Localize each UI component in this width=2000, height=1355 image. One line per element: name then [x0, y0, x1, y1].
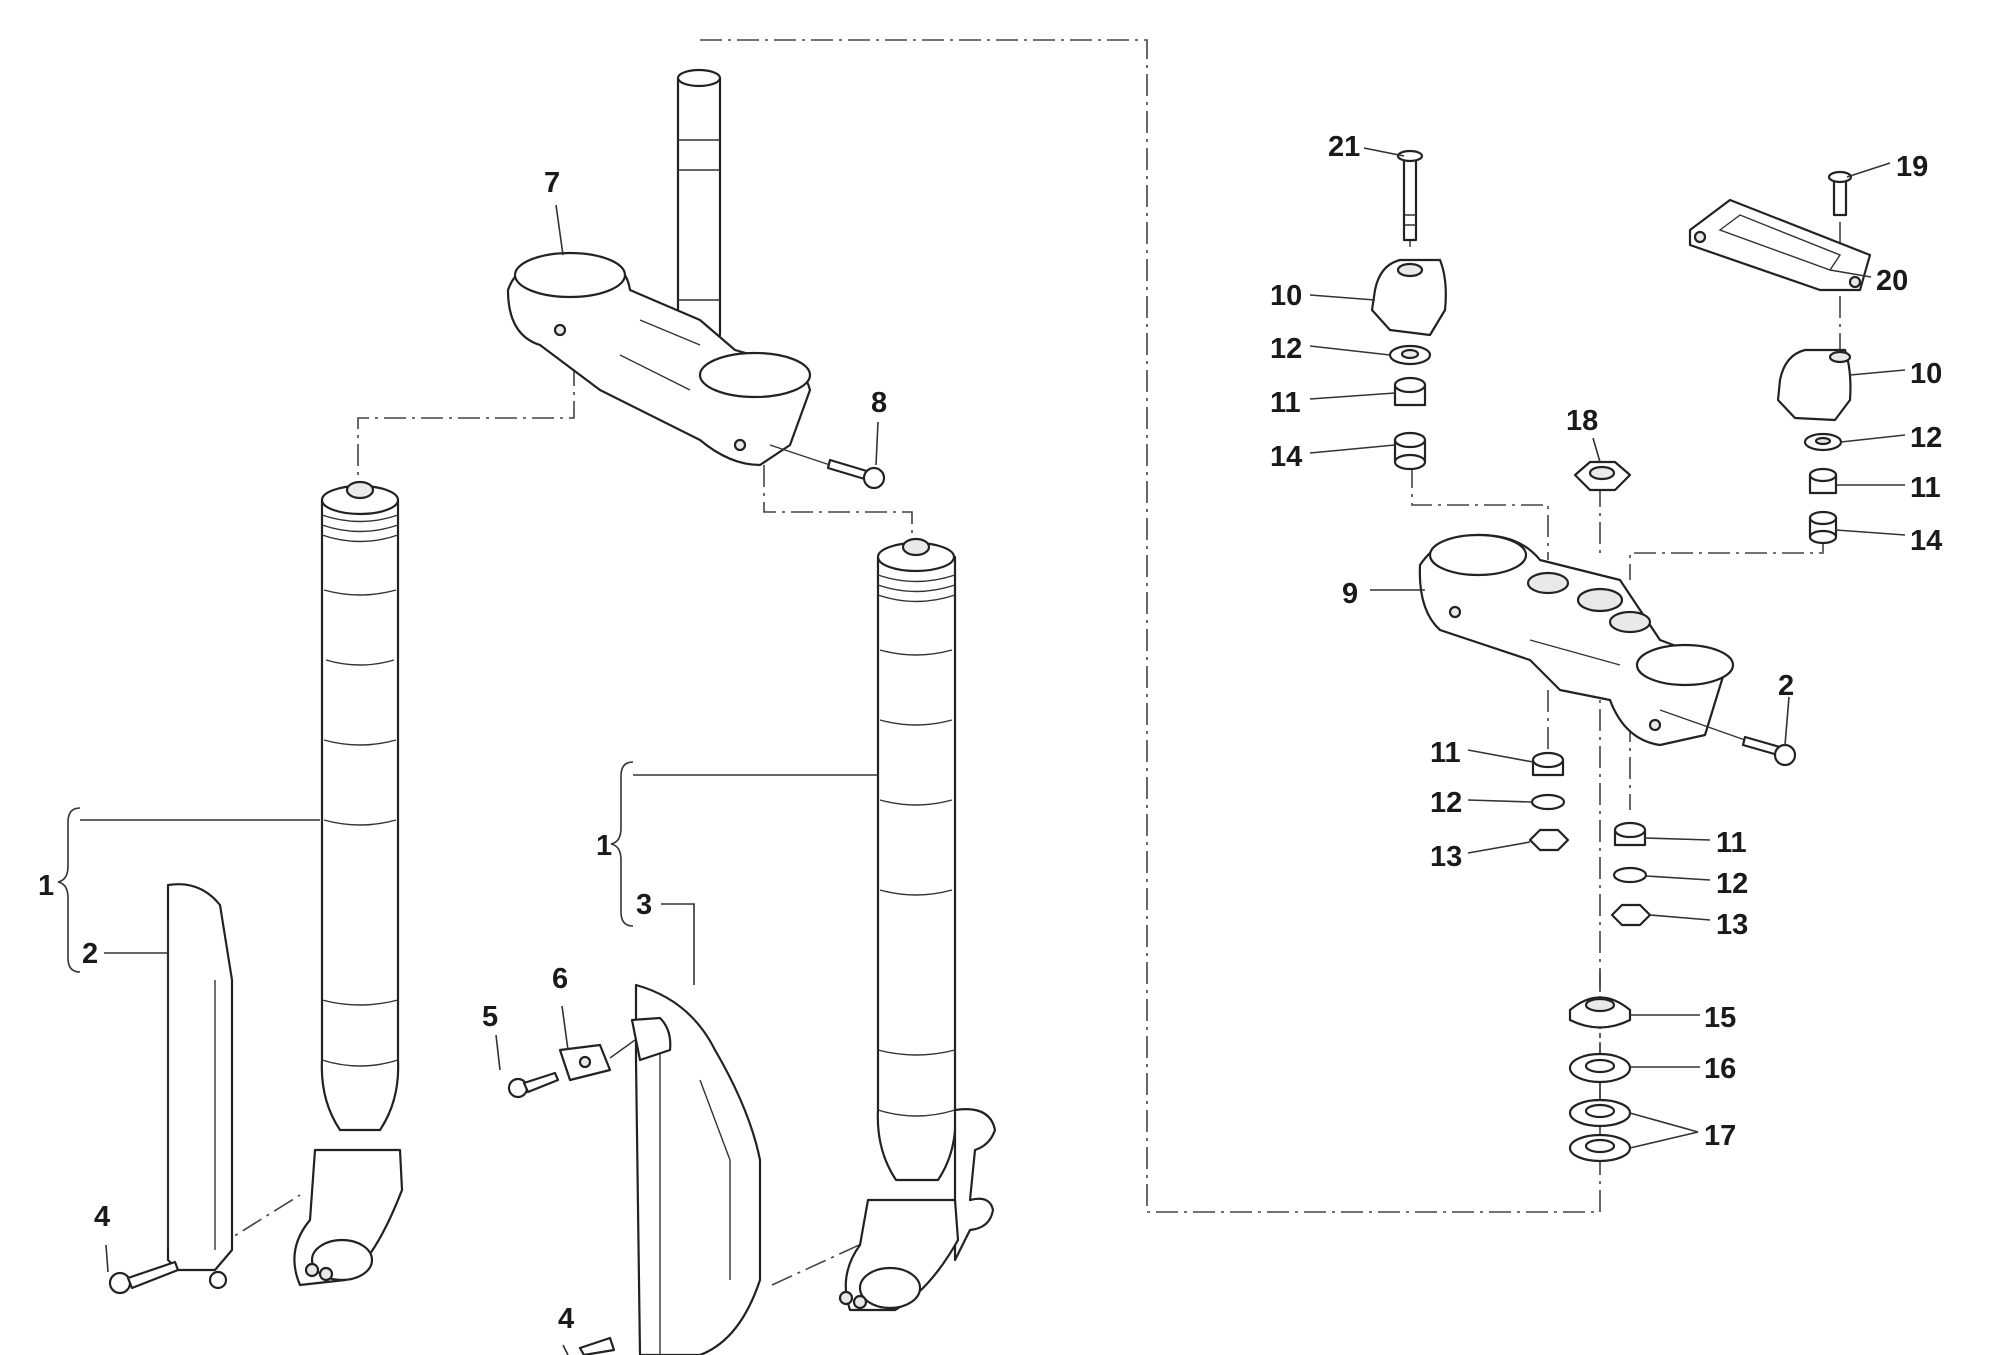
- callout-labels: 1 2 4 1 3 5 6 4 7 8 21 10 12 11 14 18 9 …: [38, 131, 1942, 1335]
- fork-guard-right: [630, 983, 762, 1355]
- nut-13-lower-left: [1528, 828, 1570, 852]
- bushing-11-right: [1808, 467, 1838, 495]
- label-5: 5: [482, 1001, 498, 1033]
- washer-12-lower-left: [1530, 793, 1566, 811]
- washer-12-lower-right: [1612, 866, 1648, 884]
- fork-leg-left: [293, 480, 404, 1287]
- label-18: 18: [1566, 405, 1598, 437]
- label-7: 7: [544, 167, 560, 199]
- fork-leg-right: [838, 537, 997, 1312]
- brace-group-right: [610, 761, 634, 927]
- label-11-lower-left: 11: [1430, 737, 1461, 769]
- label-11-right: 11: [1910, 472, 1941, 504]
- spacer-14-left: [1393, 431, 1427, 471]
- handlebar-clamp-20: [1688, 198, 1872, 292]
- nut-13-lower-right: [1610, 903, 1652, 927]
- bearing-16: [1568, 1052, 1632, 1084]
- seals-17: [1568, 1098, 1632, 1163]
- label-10-right: 10: [1910, 358, 1942, 390]
- label-11-left: 11: [1270, 387, 1301, 419]
- nut-18: [1573, 460, 1632, 492]
- handlebar-riser-10-right: [1776, 348, 1852, 422]
- label-3: 3: [636, 889, 652, 921]
- label-12-left: 12: [1270, 333, 1302, 365]
- label-13-lower-left: 13: [1430, 841, 1462, 873]
- leader-lines: [80, 147, 1906, 1355]
- spacer-14-right: [1808, 510, 1838, 545]
- label-21: 21: [1328, 131, 1360, 163]
- bolt-5: [507, 1071, 560, 1099]
- bolt-4-right: [578, 1336, 616, 1355]
- clamp-6: [558, 1039, 636, 1082]
- label-14-right: 14: [1910, 525, 1942, 557]
- upper-triple-clamp: [1418, 533, 1735, 747]
- bolt-8: [769, 444, 886, 490]
- bearing-nut-15: [1568, 996, 1632, 1029]
- label-19: 19: [1896, 151, 1928, 183]
- label-16: 16: [1704, 1053, 1736, 1085]
- label-14-left: 14: [1270, 441, 1302, 473]
- steering-stem-lower-clamp: [506, 68, 812, 467]
- label-8: 8: [871, 387, 887, 419]
- label-4-right: 4: [558, 1303, 574, 1335]
- label-13-lower-right: 13: [1716, 909, 1748, 941]
- bushing-11-left: [1393, 376, 1427, 407]
- fork-guard-left: [166, 883, 234, 1290]
- label-9: 9: [1342, 578, 1358, 610]
- bushing-11-lower-right: [1613, 821, 1647, 847]
- label-15: 15: [1704, 1002, 1736, 1034]
- washer-12-left: [1388, 344, 1432, 366]
- label-1-left: 1: [38, 870, 54, 902]
- label-10-left: 10: [1270, 280, 1302, 312]
- bolt-19: [1827, 170, 1853, 217]
- washer-12-right: [1803, 432, 1843, 452]
- label-12-right: 12: [1910, 422, 1942, 454]
- label-12-lower-right: 12: [1716, 868, 1748, 900]
- bushing-11-lower-left: [1531, 751, 1565, 777]
- brace-group-left: [57, 807, 81, 973]
- label-6: 6: [552, 963, 568, 995]
- bolt-21: [1396, 149, 1424, 242]
- label-11-lower-right: 11: [1716, 827, 1747, 859]
- label-2-right: 2: [1778, 670, 1794, 702]
- label-4-left: 4: [94, 1201, 110, 1233]
- bolt-4-left: [108, 1260, 180, 1295]
- label-20: 20: [1876, 265, 1908, 297]
- label-1-right: 1: [596, 830, 612, 862]
- handlebar-riser-10-left: [1370, 258, 1447, 337]
- label-17: 17: [1704, 1120, 1736, 1152]
- label-2-left: 2: [82, 938, 98, 970]
- label-12-lower-left: 12: [1430, 787, 1462, 819]
